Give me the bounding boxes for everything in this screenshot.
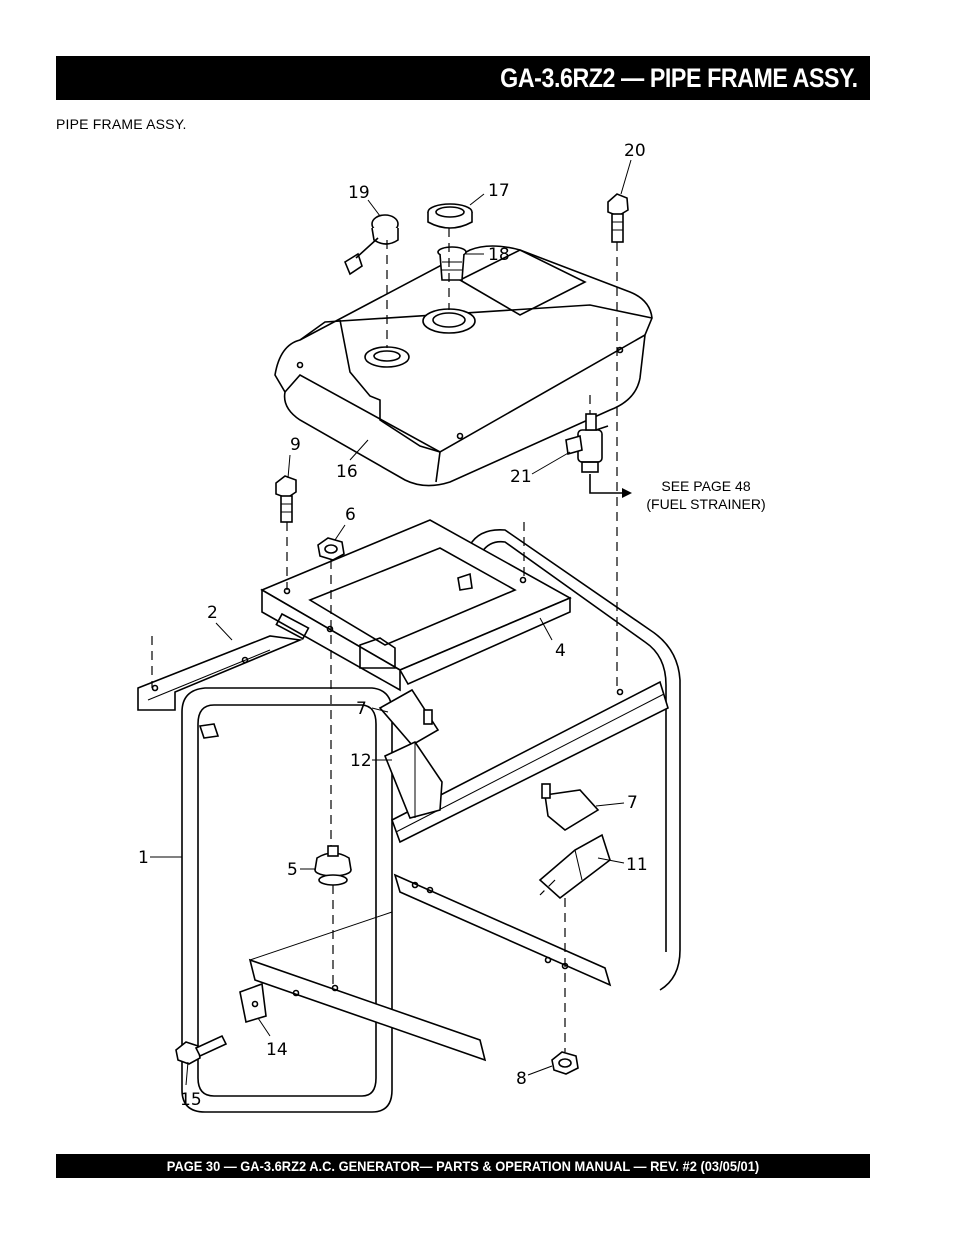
mount-bracket-lower [541, 783, 600, 831]
callout-2: 2 [207, 603, 218, 623]
mount-bracket-upper [378, 688, 440, 747]
callout-5: 5 [287, 860, 298, 880]
page-title: GA-3.6RZ2 — PIPE FRAME ASSY. [500, 63, 859, 93]
callout-9: 9 [290, 435, 301, 455]
callout-17: 17 [488, 181, 510, 201]
fuel-strainer-note: SEE PAGE 48 (FUEL STRAINER) [646, 478, 765, 512]
alignment-lines [151, 228, 618, 1052]
nut-6 [317, 537, 345, 561]
callout-19: 19 [348, 183, 370, 203]
bracket-left [137, 635, 304, 711]
filler-strainer [437, 246, 467, 281]
bolt-9 [275, 475, 297, 523]
callout-6: 6 [345, 505, 356, 525]
leader-lines [150, 159, 632, 1086]
engine-bracket-11 [538, 833, 611, 900]
rubber-mount [314, 845, 352, 886]
callout-14: 14 [266, 1040, 288, 1060]
callout-12: 12 [350, 751, 372, 771]
top-support-frame [260, 519, 572, 692]
callout-20: 20 [624, 141, 646, 161]
header-bar: GA-3.6RZ2 — PIPE FRAME ASSY. [56, 56, 870, 100]
callout-labels: 1 2 4 5 6 7 7 8 9 11 12 14 15 16 17 18 1… [138, 141, 648, 1110]
callout-11: 11 [626, 855, 648, 875]
note-line-2: (FUEL STRAINER) [646, 496, 765, 512]
callout-8: 8 [516, 1069, 527, 1089]
footer-text: PAGE 30 — GA-3.6RZ2 A.C. GENERATOR— PART… [166, 1158, 760, 1174]
fuel-valve [565, 413, 609, 473]
engine-bracket-12 [383, 740, 443, 819]
fuel-cap [427, 203, 473, 229]
callout-15: 15 [180, 1090, 202, 1110]
callout-1: 1 [138, 848, 149, 868]
note-line-1: SEE PAGE 48 [661, 478, 750, 494]
bracket-14 [239, 982, 267, 1024]
callout-18: 18 [488, 245, 510, 265]
bolt-20 [607, 193, 629, 243]
callout-7-lower: 7 [627, 793, 638, 813]
callout-4: 4 [555, 641, 566, 661]
section-label: PIPE FRAME ASSY. [56, 116, 187, 132]
footer-bar: PAGE 30 — GA-3.6RZ2 A.C. GENERATOR— PART… [56, 1154, 870, 1178]
fuel-gauge [343, 214, 399, 276]
fuel-tank [274, 245, 653, 487]
callout-16: 16 [336, 462, 358, 482]
nut-8 [551, 1051, 579, 1075]
callout-7-upper: 7 [356, 699, 367, 719]
bolt-15 [175, 1034, 228, 1065]
callout-21: 21 [510, 467, 532, 487]
